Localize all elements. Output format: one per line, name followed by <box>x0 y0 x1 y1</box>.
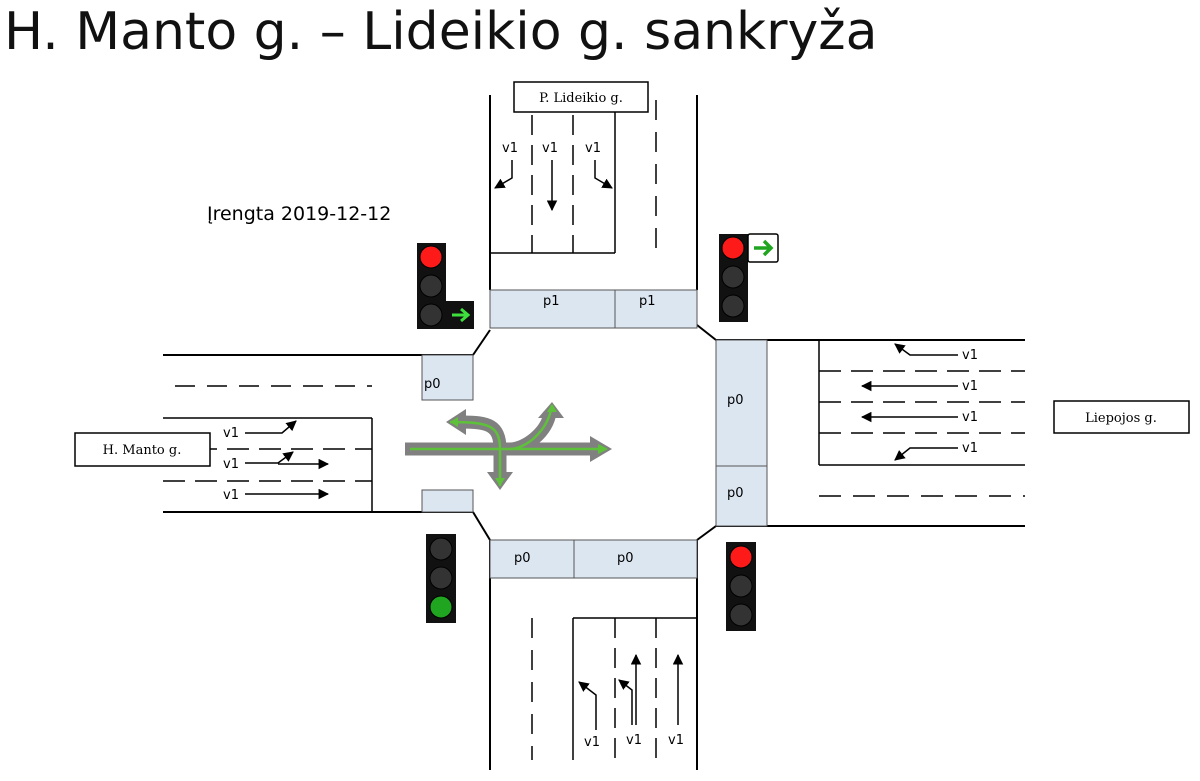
crossing-north-b: p1 <box>614 289 698 329</box>
crossing-label: p1 <box>639 294 656 309</box>
lane-label: v1 <box>962 441 978 456</box>
traffic-signal-ne <box>719 233 779 322</box>
movement-arrows-icon <box>405 402 612 490</box>
street-label-west: H. Manto g. <box>74 432 211 467</box>
lane-label: v1 <box>223 457 239 472</box>
north-lane-arrows <box>494 160 613 212</box>
crossing-north-a: p1 <box>489 289 616 329</box>
lane-label: v1 <box>962 410 978 425</box>
lane-label: v1 <box>668 733 684 748</box>
page-title: H. Manto g. – Lideikio g. sankryža <box>4 2 878 62</box>
south-lane-lines <box>531 617 697 760</box>
street-label-north: P. Lideikio g. <box>513 81 649 113</box>
installed-date: Įrengta 2019-12-12 <box>207 203 391 225</box>
north-lane-lines <box>490 100 657 254</box>
lane-label: v1 <box>502 141 518 156</box>
crossing-label: p0 <box>514 551 531 566</box>
street-label-east: Liepojos g. <box>1053 400 1190 434</box>
street-name: H. Manto g. <box>103 443 182 458</box>
crossing-label: p0 <box>727 486 744 501</box>
crossing-south-a: p0 <box>489 539 575 579</box>
crossing-east-b: p0 <box>715 465 768 527</box>
crossing-label: p0 <box>424 377 441 392</box>
west-lane-arrows <box>245 420 330 500</box>
crossing-west: p0 <box>421 354 474 513</box>
traffic-signal-sw <box>426 534 456 623</box>
lane-label: v1 <box>962 379 978 394</box>
crossing-label: p0 <box>617 551 634 566</box>
lane-label: v1 <box>584 735 600 750</box>
street-name: Liepojos g. <box>1085 411 1157 426</box>
traffic-signal-se <box>726 542 756 631</box>
lane-label: v1 <box>962 348 978 363</box>
lane-label: v1 <box>585 141 601 156</box>
crossing-south-b: p0 <box>573 539 698 579</box>
lane-label: v1 <box>626 733 642 748</box>
east-lane-arrows <box>860 343 958 461</box>
lane-label: v1 <box>223 488 239 503</box>
crossing-label: p0 <box>727 393 744 408</box>
green-right-arrow-icon <box>452 307 471 323</box>
east-lane-lines <box>818 340 1025 497</box>
south-lane-arrows <box>578 653 684 730</box>
green-right-arrow-icon <box>754 239 774 257</box>
lane-label: v1 <box>542 141 558 156</box>
crossing-east-a: p0 <box>715 339 768 467</box>
traffic-signal-nw <box>417 243 474 329</box>
crossing-label: p1 <box>543 294 560 309</box>
lane-label: v1 <box>223 426 239 441</box>
street-name: P. Lideikio g. <box>539 91 623 106</box>
